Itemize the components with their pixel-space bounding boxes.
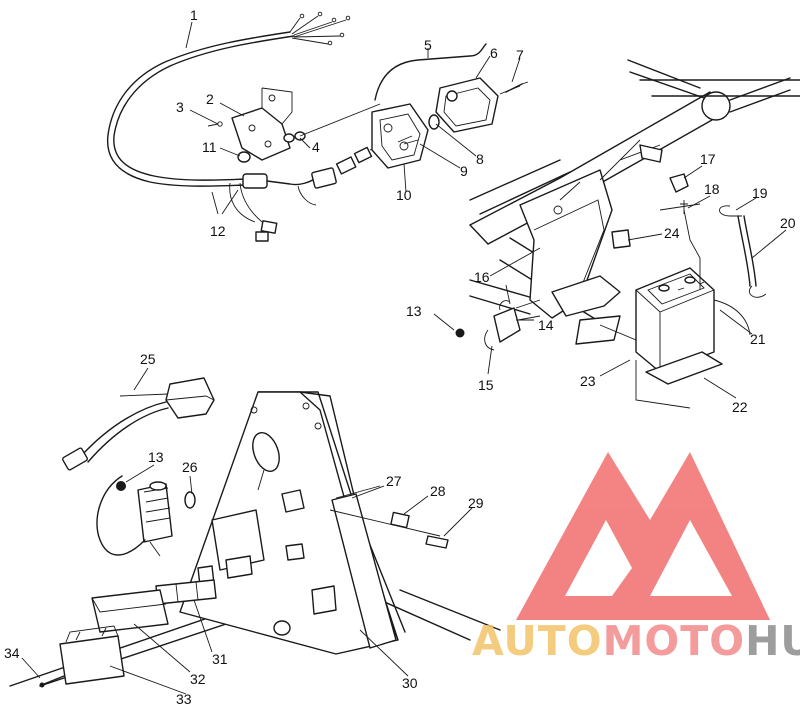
callout-9: 9 <box>460 163 468 179</box>
taillight-assembly <box>371 43 529 169</box>
callout-18: 18 <box>704 181 720 197</box>
callout-17: 17 <box>700 151 716 167</box>
callout-22: 22 <box>732 399 748 415</box>
callout-12: 12 <box>210 223 226 239</box>
callout-24: 24 <box>664 225 680 241</box>
callout-32: 32 <box>190 671 206 687</box>
mounting-plate <box>9 391 501 687</box>
callout-31: 31 <box>212 651 228 667</box>
callout-4: 4 <box>312 139 320 155</box>
callout-23: 23 <box>580 373 596 389</box>
callout-33: 33 <box>176 691 192 706</box>
battery <box>599 267 751 409</box>
callout-21: 21 <box>750 331 766 347</box>
callout-13-upper: 13 <box>406 303 422 319</box>
callout-25: 25 <box>140 351 156 367</box>
callout-7: 7 <box>516 47 524 63</box>
callout-3: 3 <box>176 99 184 115</box>
watermark: AUTOMOTOHUB <box>472 452 800 665</box>
watermark-part-hub: HUB <box>745 617 800 665</box>
callout-19: 19 <box>752 185 768 201</box>
leader-lines <box>21 21 787 695</box>
callout-14: 14 <box>538 317 554 333</box>
callout-15: 15 <box>478 377 494 393</box>
callout-20: 20 <box>780 215 796 231</box>
watermark-logo-icon <box>516 452 770 620</box>
fuse-parts <box>39 579 217 688</box>
mounting-bracket <box>207 87 381 163</box>
callout-5: 5 <box>424 37 432 53</box>
callout-6: 6 <box>490 45 498 61</box>
callout-34: 34 <box>4 645 20 661</box>
callout-29: 29 <box>468 495 484 511</box>
watermark-part-auto: AUTO <box>472 617 603 665</box>
callout-2: 2 <box>206 91 214 107</box>
wire-harness <box>106 11 351 242</box>
watermark-text: AUTOMOTOHUB <box>472 617 800 665</box>
callout-10: 10 <box>396 187 412 203</box>
callout-13-lower: 13 <box>148 449 164 465</box>
callout-numbers: 1 2 3 4 5 6 7 8 9 10 11 12 13 14 15 16 1… <box>4 7 796 707</box>
callout-30: 30 <box>402 675 418 691</box>
bolt-hardware <box>329 485 449 549</box>
relay-bracket <box>455 284 541 351</box>
callout-8: 8 <box>476 151 484 167</box>
callout-1: 1 <box>190 7 198 23</box>
watermark-part-moto: MOTO <box>603 617 745 665</box>
callout-16: 16 <box>474 269 490 285</box>
frame <box>469 59 800 345</box>
callout-11: 11 <box>202 139 217 155</box>
callout-27: 27 <box>386 473 402 489</box>
callout-28: 28 <box>430 483 446 499</box>
battery-hardware <box>659 173 767 298</box>
callout-26: 26 <box>182 459 198 475</box>
ignition-coil <box>62 377 215 557</box>
